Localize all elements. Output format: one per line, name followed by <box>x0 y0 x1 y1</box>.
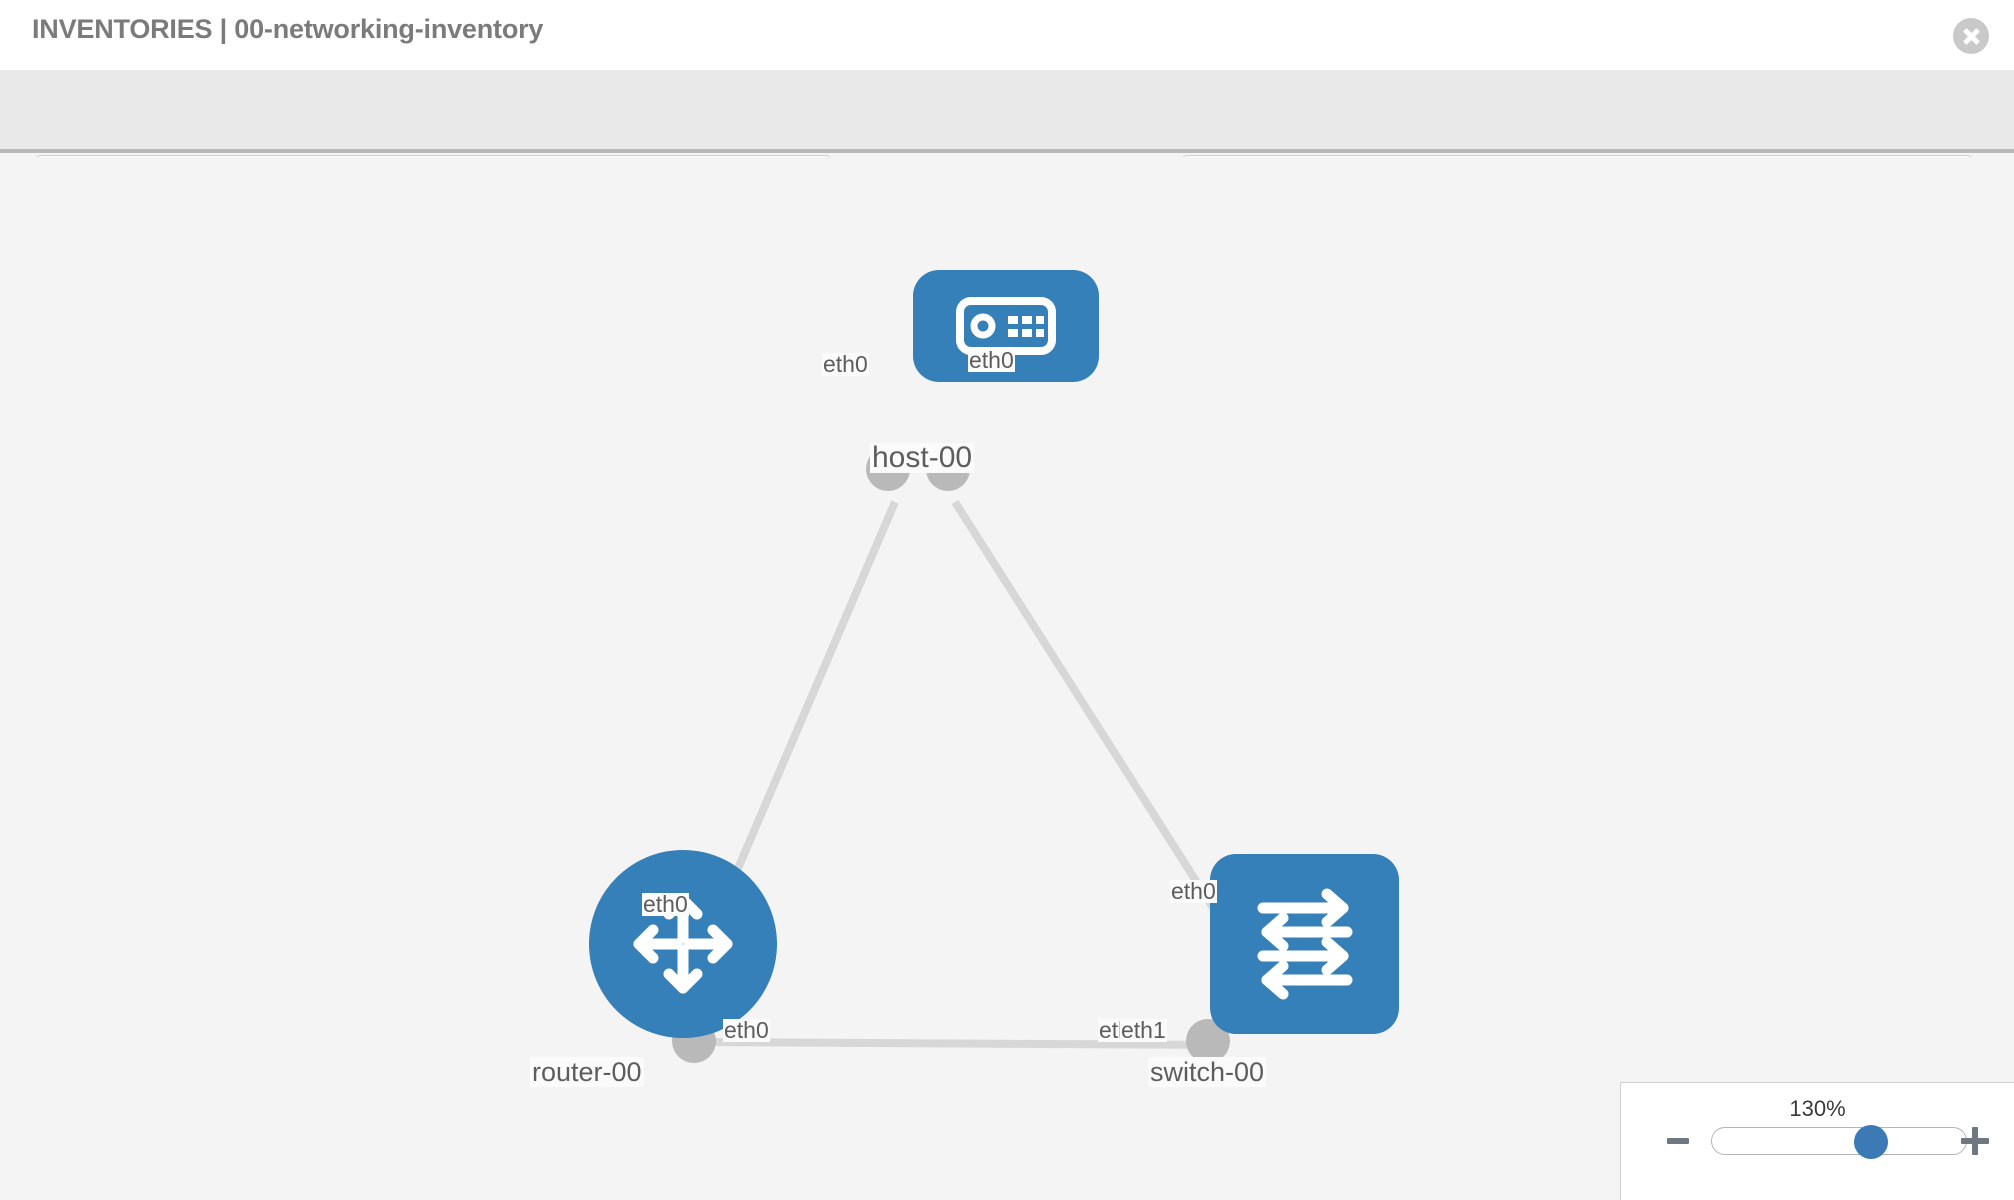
zoom-control-panel: 130% <box>1620 1082 2014 1200</box>
node-router-00[interactable]: router-00 <box>490 797 870 1087</box>
node-switch-00-label: switch-00 <box>1148 1057 1267 1087</box>
plus-icon-vertical <box>1972 1127 1978 1155</box>
port-label-switch00-eth1: eth1 <box>1120 1017 1167 1043</box>
port-label-switch00-eth0-uplink: eth0 <box>1170 878 1217 904</box>
zoom-out-button[interactable] <box>1667 1138 1689 1144</box>
port-label-host00-eth0-left: eth0 <box>822 351 869 377</box>
page-header: INVENTORIES | 00-networking-inventory <box>0 0 2014 70</box>
zoom-slider-thumb[interactable] <box>1853 1125 1888 1159</box>
port-label-host00-eth0-right: eth0 <box>968 347 1015 373</box>
zoom-slider[interactable] <box>1711 1125 1967 1159</box>
port-label-router00-eth0-uplink: eth0 <box>642 891 689 917</box>
node-host-00-label: host-00 <box>870 441 975 474</box>
node-router-00-label: router-00 <box>530 1057 644 1087</box>
link-host00-switch00 <box>951 499 1242 950</box>
node-switch-00[interactable]: switch-00 <box>1110 797 1490 1087</box>
node-router-00-shape[interactable] <box>589 850 777 1038</box>
node-switch-00-shape[interactable] <box>1210 854 1399 1034</box>
toolbar: ACTIONS SEARCH <box>0 70 2014 208</box>
zoom-in-button[interactable] <box>1961 1127 1989 1155</box>
port-label-switch00-truncated: etl <box>1098 1017 1125 1043</box>
page-title: INVENTORIES | 00-networking-inventory <box>32 14 544 44</box>
close-icon[interactable] <box>1953 18 1989 54</box>
topology-canvas[interactable]: host-00 router-00 <box>0 157 2014 1200</box>
port-label-router00-eth0: eth0 <box>723 1017 770 1043</box>
link-router00-switch00 <box>689 1038 1223 1049</box>
zoom-level-value: 130% <box>1789 1096 1846 1121</box>
switch-arrows-icon <box>1257 888 1352 1000</box>
